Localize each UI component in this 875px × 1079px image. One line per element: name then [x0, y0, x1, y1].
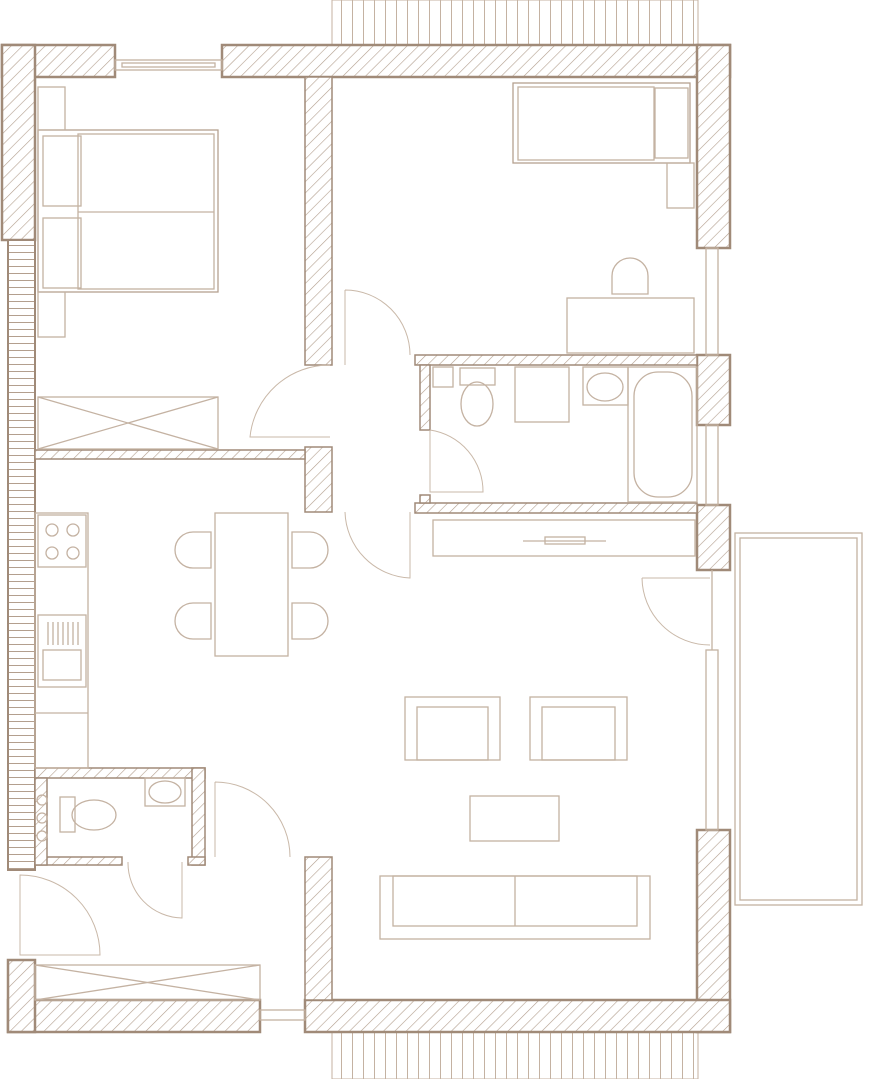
wc-shelves: [36, 794, 48, 842]
windows: [114, 59, 719, 1021]
wc-sink: [144, 777, 186, 807]
dining-table: [174, 512, 329, 657]
armchair: [404, 696, 501, 761]
chair: [611, 257, 649, 295]
interior-walls: [34, 76, 698, 1001]
washing-machine: [514, 366, 570, 423]
top-shade: [331, 0, 699, 46]
armchair: [529, 696, 628, 761]
single-bed: [512, 82, 691, 164]
wc-toilet: [59, 796, 117, 833]
wardrobe: [37, 396, 219, 450]
entry-wardrobe: [34, 964, 261, 1001]
nightstand: [666, 162, 695, 209]
nightstand: [37, 291, 66, 338]
closet: [432, 519, 696, 557]
sofa: [379, 875, 651, 940]
shelf: [432, 366, 454, 388]
toilet: [459, 367, 496, 427]
coffee-table: [469, 795, 560, 842]
desk: [566, 297, 695, 354]
double-bed: [37, 129, 219, 293]
exterior-walls: [0, 43, 732, 1034]
sink: [582, 366, 629, 406]
bottom-shade: [331, 1031, 699, 1079]
doors: [19, 289, 711, 956]
nightstand: [37, 86, 66, 131]
balcony: [734, 532, 863, 906]
kitchen-counter: [34, 512, 89, 769]
bathtub: [627, 366, 698, 503]
